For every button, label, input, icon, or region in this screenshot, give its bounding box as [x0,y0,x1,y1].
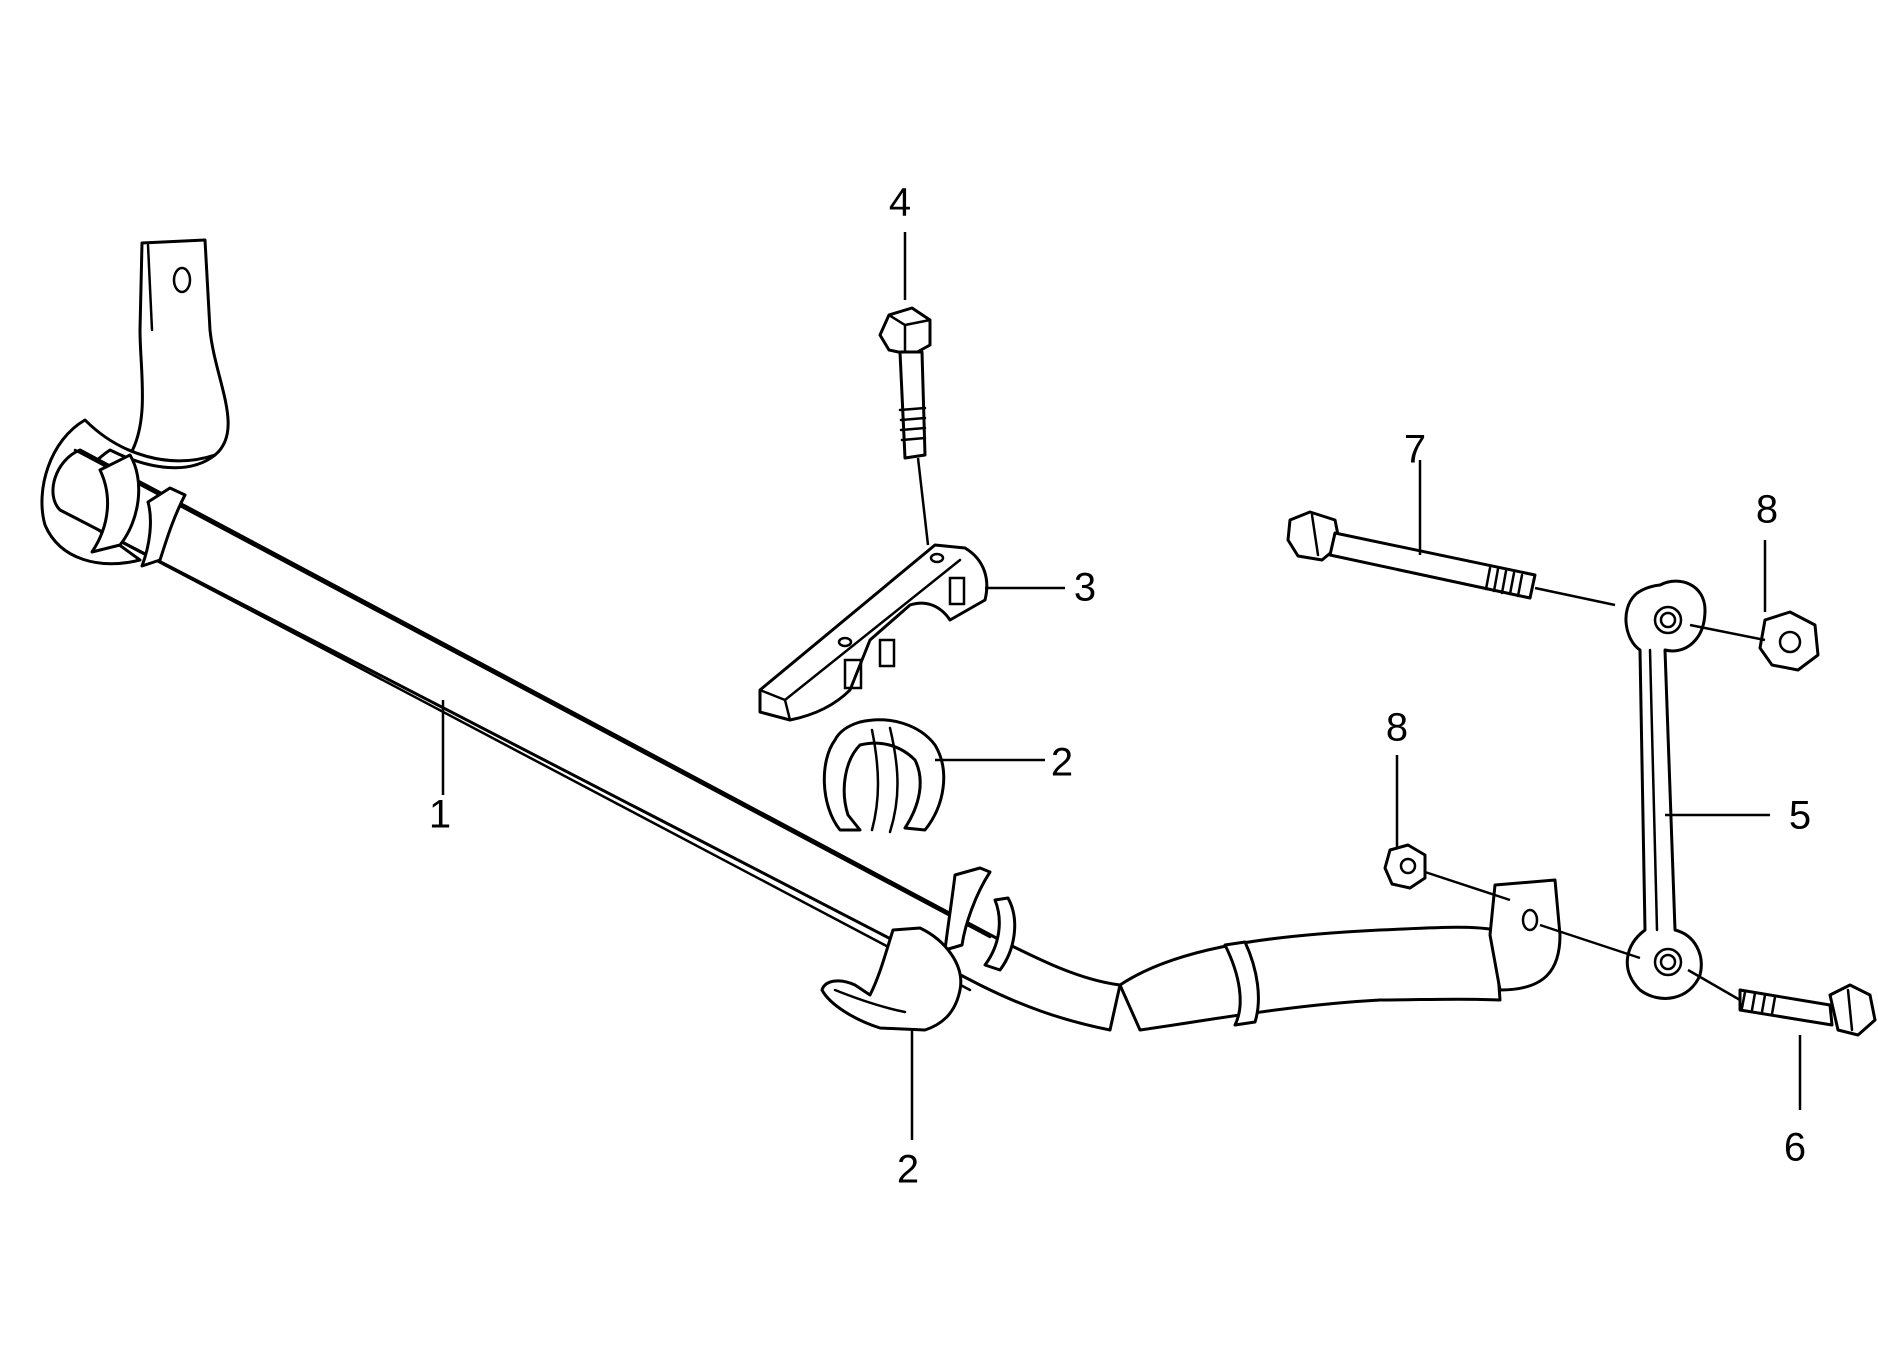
callout-2-lower: 2 [897,1148,919,1192]
bushing-lower [820,926,963,1032]
bolt-4 [878,306,932,546]
nut-8-upper [1689,610,1820,672]
callout-6: 6 [1784,1126,1806,1170]
clamp-bracket [758,543,989,722]
callout-5: 5 [1789,794,1811,838]
callout-leaders [441,232,1802,1140]
bolt-7 [1286,510,1616,607]
stabilizer-bar [40,238,1562,1032]
nut-8-lower [1383,843,1641,960]
stabilizer-link [1624,579,1707,1000]
callout-8-upper: 8 [1756,488,1778,532]
callout-labels: 1 4 2 2 3 7 8 8 5 6 [429,181,1811,1192]
callout-2-upper: 2 [1051,741,1073,785]
bolt-6 [1687,968,1877,1037]
callout-4: 4 [889,181,911,225]
callout-8-lower: 8 [1386,706,1408,750]
callout-1: 1 [429,793,451,837]
bushing-upper [822,718,946,834]
callout-3: 3 [1074,566,1096,610]
callout-7: 7 [1404,428,1426,472]
